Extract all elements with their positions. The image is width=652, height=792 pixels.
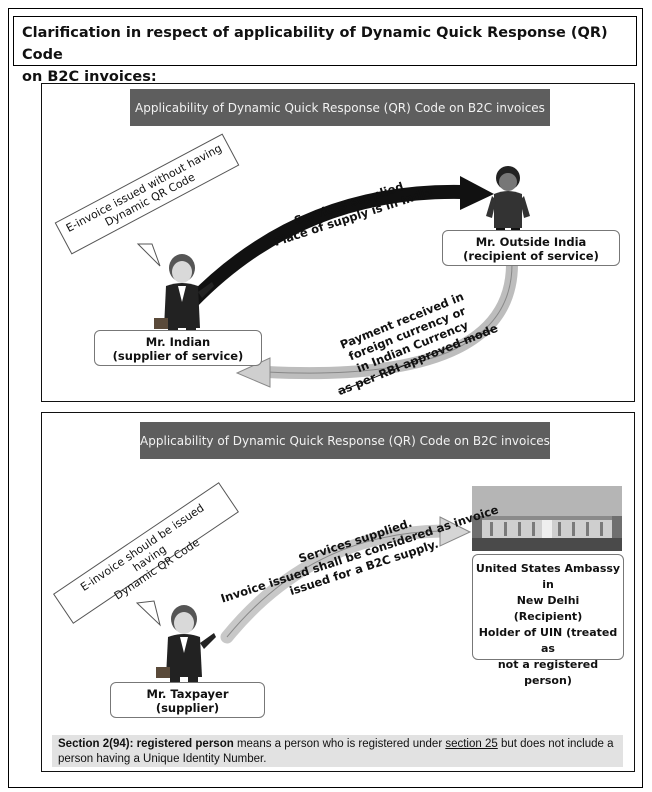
embassy-name-line-1: United States Ambassy in: [475, 562, 621, 591]
taxpayer-label-box: Mr. Taxpayer (supplier): [110, 682, 265, 718]
payment-arrow-outline: [266, 263, 513, 374]
recipient-label-box: Mr. Outside India (recipient of service): [442, 230, 620, 266]
supplier-label-box: Mr. Indian (supplier of service): [94, 330, 262, 366]
embassy-uin-line-1: Holder of UIN (treated as: [478, 626, 618, 655]
page-heading: Clarification in respect of applicabilit…: [22, 22, 632, 88]
taxpayer-name: Mr. Taxpayer: [146, 687, 229, 701]
panel-2-banner: Applicability of Dynamic Quick Response …: [140, 422, 550, 459]
heading-box: [13, 16, 637, 66]
supply-arrow-outline: [226, 530, 443, 638]
recipient-role: (recipient of service): [463, 249, 599, 263]
tag-2-pointer: [135, 600, 161, 627]
heading-line-1: Clarification in respect of applicabilit…: [22, 25, 608, 63]
panel-1-banner: Applicability of Dynamic Quick Response …: [130, 89, 550, 126]
supply-arrow-head: [439, 516, 472, 547]
page-frame: [8, 8, 643, 788]
taxpayer-figure-icon: [156, 605, 216, 697]
embassy-photo: [472, 486, 622, 551]
embassy-role: (Recipient): [513, 610, 583, 623]
definition-term: Section 2(94): registered person: [58, 738, 234, 750]
taxpayer-role: (supplier): [155, 701, 220, 715]
diagram-panel-uin: Applicability of Dynamic Quick Response …: [41, 412, 635, 772]
embassy-uin-line-2: not a registered person): [497, 658, 599, 687]
recipient-name: Mr. Outside India: [475, 235, 587, 249]
section-25-link[interactable]: section 25: [445, 738, 498, 750]
definition-text-1: means a person who is registered under: [233, 738, 446, 750]
definition-text-2: but does not include a person having a U…: [58, 738, 614, 765]
heading-line-2: on B2C invoices:: [22, 69, 157, 85]
supplier-name: Mr. Indian: [145, 335, 211, 349]
tag-1-pointer: [136, 243, 161, 267]
embassy-name-line-2: New Delhi: [516, 594, 580, 607]
services-arrow-head: [460, 176, 494, 210]
services-arrow-body: [185, 184, 469, 309]
definition-note: Section 2(94): registered person means a…: [52, 735, 623, 767]
embassy-label-box: United States Ambassy in New Delhi (Reci…: [472, 554, 624, 687]
panel-2-artwork: [135, 486, 622, 697]
diagram-panel-export: Applicability of Dynamic Quick Response …: [41, 83, 635, 402]
supplier-role: (supplier of service): [112, 349, 244, 363]
